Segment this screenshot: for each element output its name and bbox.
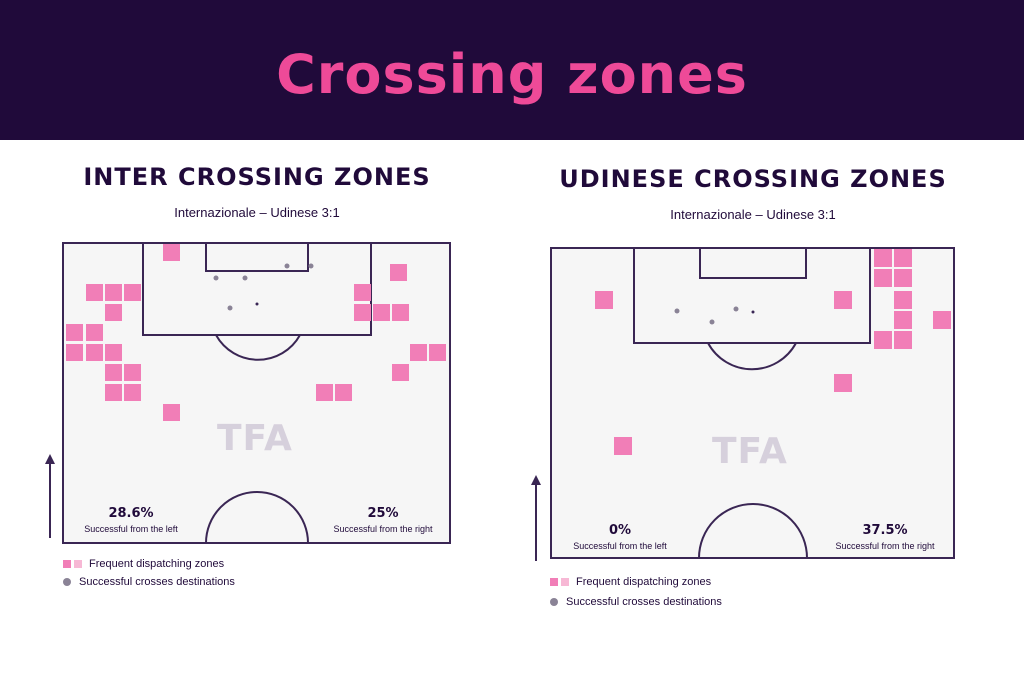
udinese-cross-destinations — [674, 306, 739, 325]
dispatch-zone-square — [316, 384, 333, 401]
udinese-pitch — [530, 243, 960, 563]
inter-left-stat-value: 28.6% — [108, 506, 154, 521]
inter-dispatch-zones — [66, 244, 446, 421]
inter-pitch-svg — [45, 242, 451, 544]
dispatch-zone-square — [894, 269, 912, 287]
arrow-head-icon — [531, 475, 541, 485]
dispatch-zone-square — [874, 269, 892, 287]
inter-right-stat-value: 25% — [367, 506, 399, 521]
zone-swatch-light — [561, 578, 569, 586]
cross-destination-dot — [284, 263, 290, 269]
inter-panel-title: INTER CROSSING ZONES — [83, 163, 431, 191]
dispatch-zone-square — [834, 291, 852, 309]
dispatch-zone-square — [894, 331, 912, 349]
udinese-left-stat-value: 0% — [608, 523, 632, 538]
dispatch-zone-square — [105, 384, 122, 401]
dispatch-zone-square — [105, 304, 122, 321]
dispatch-zone-square — [392, 364, 409, 381]
header-banner: Crossing zones — [0, 0, 1024, 140]
legend-destinations-row: Successful crosses destinations — [550, 593, 722, 611]
destination-dot-swatch — [63, 578, 71, 586]
zone-swatch-dark — [550, 578, 558, 586]
dispatch-zone-square — [874, 249, 892, 267]
dispatch-zone-square — [124, 364, 141, 381]
cross-destination-dot — [709, 319, 715, 325]
zone-swatch-light — [74, 560, 82, 568]
dispatch-zone-square — [429, 344, 446, 361]
udinese-legend: Frequent dispatching zones Successful cr… — [550, 573, 722, 611]
inter-pitch — [44, 238, 456, 548]
inter-right-stat-label: Successful from the right — [333, 524, 433, 534]
dispatch-zone-square — [373, 304, 390, 321]
inter-panel-subtitle: Internazionale – Udinese 3:1 — [174, 205, 340, 220]
six-yard-box — [699, 247, 807, 279]
inter-legend: Frequent dispatching zones Successful cr… — [63, 555, 235, 591]
cross-destination-dot — [213, 275, 219, 281]
dispatch-zone-square — [86, 324, 103, 341]
dispatch-zone-square — [66, 324, 83, 341]
udinese-right-stat-label: Successful from the right — [835, 541, 935, 551]
dispatch-zone-square — [894, 311, 912, 329]
dispatch-zone-square — [894, 291, 912, 309]
dispatch-zone-square — [105, 284, 122, 301]
tfa-watermark: TFA — [712, 431, 788, 472]
legend-zones-row: Frequent dispatching zones — [63, 555, 235, 573]
zone-swatch-dark — [63, 560, 71, 568]
udinese-dispatch-zones — [595, 249, 951, 455]
dispatch-zone-square — [354, 304, 371, 321]
arrow-head-icon — [45, 454, 55, 464]
page-title: Crossing zones — [276, 42, 748, 106]
penalty-arc — [215, 334, 301, 361]
dispatch-zone-square — [354, 284, 371, 301]
udinese-left-stat-label: Successful from the left — [573, 541, 667, 551]
udinese-pitch-svg — [531, 247, 955, 561]
cross-destination-dot — [733, 306, 739, 312]
dispatch-zone-square — [894, 249, 912, 267]
dispatch-zone-square — [86, 344, 103, 361]
dispatch-zone-square — [124, 284, 141, 301]
dispatch-zone-square — [834, 374, 852, 392]
udinese-panel-title: UDINESE CROSSING ZONES — [559, 165, 947, 193]
six-yard-box — [205, 242, 309, 272]
penalty-spot — [751, 310, 755, 314]
udinese-panel-subtitle: Internazionale – Udinese 3:1 — [670, 207, 836, 222]
dispatch-zone-square — [163, 244, 180, 261]
dispatch-zone-square — [614, 437, 632, 455]
cross-destination-dot — [227, 305, 233, 311]
center-circle — [698, 503, 808, 559]
legend-zones-label: Frequent dispatching zones — [89, 558, 225, 570]
dispatch-zone-square — [86, 284, 103, 301]
dispatch-zone-square — [874, 331, 892, 349]
center-circle — [205, 491, 309, 544]
dispatch-zone-square — [105, 344, 122, 361]
pitch-outline — [550, 247, 955, 559]
legend-zones-label: Frequent dispatching zones — [576, 576, 712, 588]
inter-cross-destinations — [213, 263, 314, 311]
dispatch-zone-square — [335, 384, 352, 401]
dispatch-zone-square — [66, 344, 83, 361]
dispatch-zone-square — [410, 344, 427, 361]
dispatch-zone-square — [392, 304, 409, 321]
inter-left-stat-label: Successful from the left — [84, 524, 178, 534]
dispatch-zone-square — [105, 364, 122, 381]
udinese-right-stat-value: 37.5% — [862, 523, 908, 538]
dispatch-zone-square — [933, 311, 951, 329]
dispatch-zone-square — [163, 404, 180, 421]
legend-destinations-row: Successful crosses destinations — [63, 573, 235, 591]
dispatch-zone-square — [390, 264, 407, 281]
dispatch-zone-square — [124, 384, 141, 401]
cross-destination-dot — [308, 263, 314, 269]
penalty-arc — [707, 342, 797, 371]
cross-destination-dot — [674, 308, 680, 314]
legend-zones-row: Frequent dispatching zones — [550, 573, 722, 591]
legend-destinations-label: Successful crosses destinations — [566, 596, 722, 608]
penalty-spot — [255, 302, 259, 306]
dispatch-zone-square — [595, 291, 613, 309]
destination-dot-swatch — [550, 598, 558, 606]
cross-destination-dot — [242, 275, 248, 281]
tfa-watermark: TFA — [217, 418, 293, 459]
legend-destinations-label: Successful crosses destinations — [79, 576, 235, 588]
